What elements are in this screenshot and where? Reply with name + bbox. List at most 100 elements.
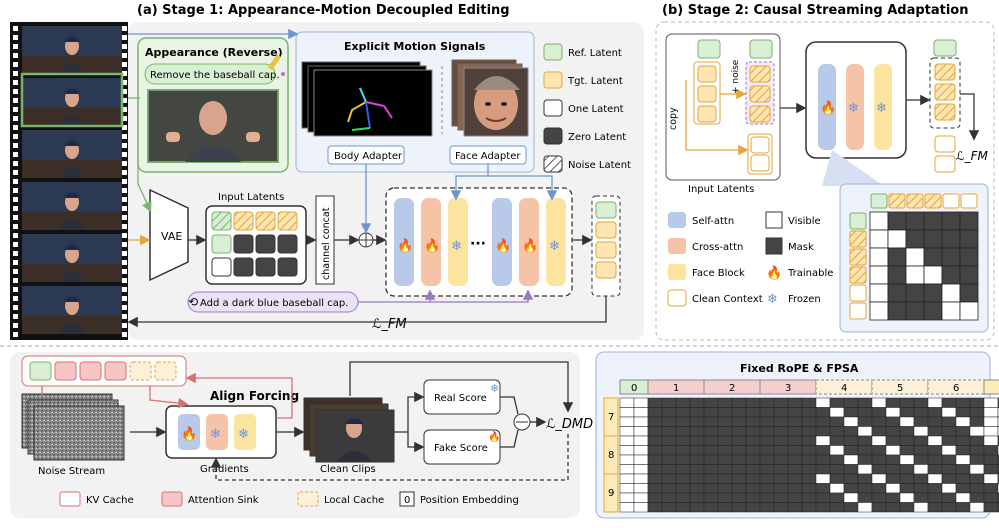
fpsa-cell (787, 407, 803, 418)
mask-cell (959, 247, 979, 267)
motion-title: Explicit Motion Signals (344, 40, 486, 53)
flame-icon: 🔥 (522, 238, 538, 254)
fpsa-cell (661, 435, 677, 446)
input-latents-grid (211, 211, 298, 277)
legend-label-one: One Latent (568, 104, 624, 115)
tgt-latent (697, 105, 717, 123)
fpsa-cell (647, 483, 663, 494)
fpsa-cell (675, 502, 691, 513)
remove-prompt: Remove the baseball cap. (150, 70, 280, 81)
fpsa-cell (815, 454, 831, 465)
sprocket-hole (13, 188, 18, 193)
fpsa-cell (969, 473, 985, 484)
stage2-input-latents (685, 39, 775, 175)
fpsa-cell (647, 492, 663, 503)
fpsa-cell (829, 416, 845, 427)
fpsa-cell (885, 397, 901, 408)
latent-cell (277, 234, 298, 254)
fpsa-cell (899, 435, 915, 446)
fpsa-cell (871, 445, 887, 456)
clean-context-latent (934, 155, 956, 173)
legend-kv-cache: KV Cache (86, 495, 134, 506)
fpsa-cell (633, 492, 649, 503)
sprocket-hole (122, 251, 127, 256)
fpsa-cell (801, 502, 817, 513)
sprocket-hole (122, 44, 127, 49)
fpsa-cell (927, 416, 943, 427)
fpsa-col-label: 5 (897, 383, 903, 394)
mask-cell (941, 247, 961, 267)
fpsa-cell (941, 445, 957, 456)
fpsa-cell (983, 454, 999, 465)
fpsa-cell (969, 407, 985, 418)
fpsa-cell (689, 397, 705, 408)
sprocket-hole (13, 53, 18, 58)
fpsa-cell (913, 492, 929, 503)
snowflake-icon: ❄ (848, 101, 859, 116)
mask-cell (941, 211, 961, 231)
dit-blocks: 🔥🔥❄🔥🔥❄ (394, 198, 566, 286)
sprocket-hole (13, 170, 18, 175)
fpsa-cell (871, 397, 887, 408)
snowflake-icon: ❄ (876, 101, 887, 116)
fpsa-cell (815, 397, 831, 408)
body-adapter-label: Body Adapter (334, 151, 403, 162)
snowflake-icon: ❄ (549, 239, 560, 254)
stage2-face-block (874, 64, 892, 150)
fpsa-cell (885, 445, 901, 456)
fpsa-cell (675, 483, 691, 494)
sprocket-hole (122, 287, 127, 292)
sprocket-hole (122, 71, 127, 76)
fpsa-cell (829, 464, 845, 475)
sprocket-hole (13, 134, 18, 139)
fpsa-cell (913, 416, 929, 427)
legend-label: Cross-attn (692, 242, 743, 253)
sprocket-hole (122, 188, 127, 193)
fpsa-cell (787, 397, 803, 408)
cache-cell (54, 361, 77, 381)
fpsa-cell (843, 407, 859, 418)
legend-label: Self-attn (692, 216, 734, 227)
fpsa-cell (927, 483, 943, 494)
generator-self-attn (178, 414, 200, 450)
legend-label: Face Block (692, 268, 745, 279)
fpsa-cell (983, 483, 999, 494)
self-attn-block (492, 198, 512, 286)
fpsa-cell (857, 502, 873, 513)
person-body (58, 219, 86, 230)
sprocket-hole (122, 332, 127, 337)
flame-icon: 🔥 (766, 265, 782, 281)
fpsa-cell (955, 416, 971, 427)
fpsa-cell (633, 435, 649, 446)
fpsa-row-label: 8 (608, 450, 614, 461)
fpsa-cell (983, 426, 999, 437)
sprocket-hole (13, 179, 18, 184)
fpsa-cell (815, 464, 831, 475)
cross-attn-block (421, 198, 441, 286)
fpsa-cell (619, 435, 635, 446)
fpsa-cell (647, 397, 663, 408)
fpsa-cell (955, 502, 971, 513)
fpsa-cell (857, 492, 873, 503)
fpsa-cell (619, 502, 635, 513)
fpsa-cell (927, 397, 943, 408)
fpsa-cell (619, 492, 635, 503)
fpsa-cell (983, 407, 999, 418)
selected-frame-outline (20, 72, 124, 128)
fpsa-cell (717, 407, 733, 418)
clean-clips-label: Clean Clips (320, 464, 376, 475)
fpsa-cell (983, 416, 999, 427)
fpsa-cell (773, 426, 789, 437)
person-body (58, 63, 86, 74)
fpsa-cell (801, 464, 817, 475)
fpsa-cell (801, 397, 817, 408)
fpsa-cell (689, 492, 705, 503)
appearance-title: Appearance (Reverse) (145, 46, 283, 59)
fpsa-cell (745, 492, 761, 503)
fpsa-cell (633, 397, 649, 408)
sprocket-hole (122, 134, 127, 139)
fpsa-cell (731, 416, 747, 427)
fpsa-cell (829, 473, 845, 484)
fpsa-cell (661, 397, 677, 408)
fpsa-cell (787, 492, 803, 503)
